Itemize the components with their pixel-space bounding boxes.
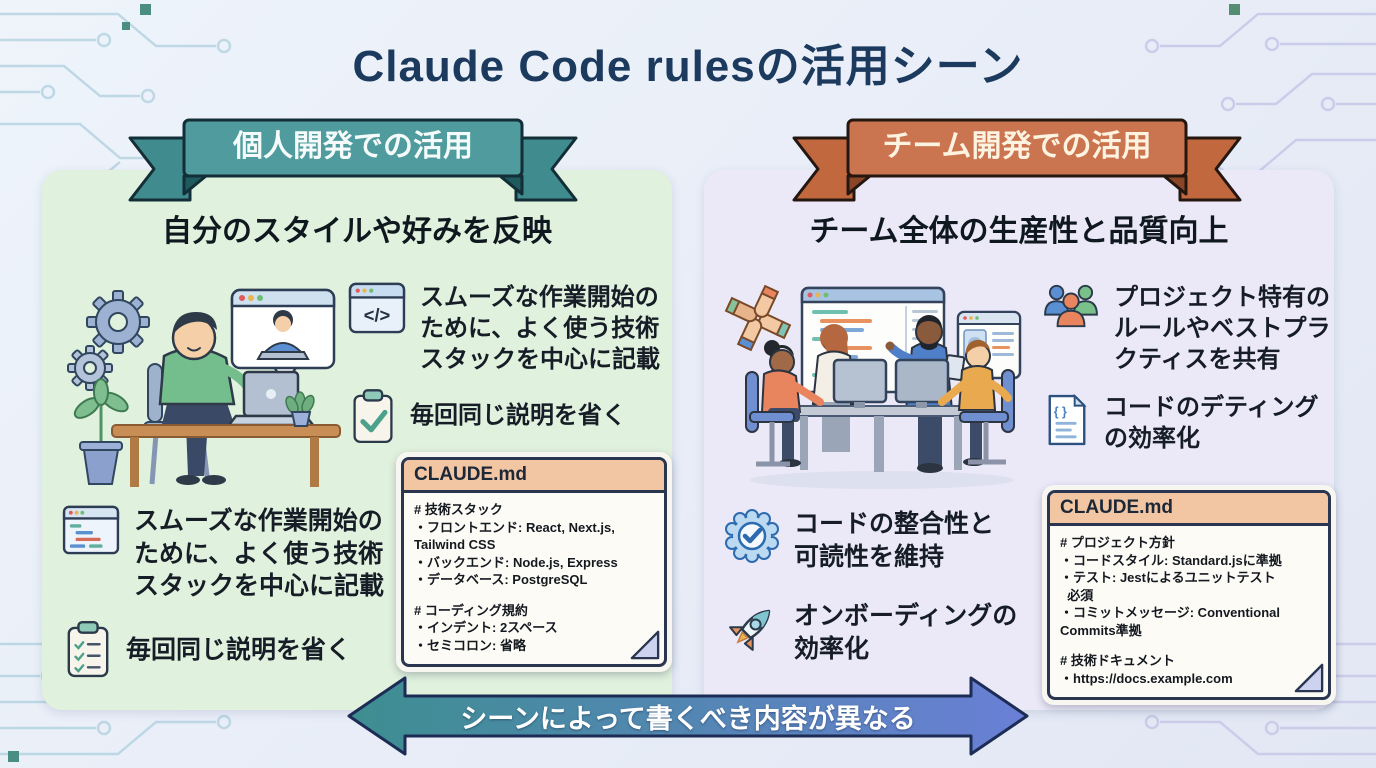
desk xyxy=(111,424,341,487)
team-desk xyxy=(785,405,975,472)
card-section-heading: # 技術ドキュメント xyxy=(1060,653,1175,669)
bullet-skip-explanation-bottom: 毎回同じ説明を省く xyxy=(64,620,351,680)
clipboard-check-icon xyxy=(353,389,393,443)
card-section-heading: # コーディング規約 xyxy=(414,602,528,618)
team-dev-ribbon xyxy=(792,118,1242,202)
card-section-heading: # 技術スタック xyxy=(414,502,503,517)
personal-dev-ribbon xyxy=(128,118,578,202)
code-window-icon: </> xyxy=(348,282,406,334)
card-line: ・https://docs.example.com xyxy=(1060,670,1233,686)
personal-dev-heading: 自分のスタイルや好みを反映 xyxy=(162,215,552,248)
badge-check-icon xyxy=(725,509,779,563)
card-line: ・コードスタイル: Standard.jsに準拠 xyxy=(1060,552,1282,568)
page-curl-icon xyxy=(630,631,660,660)
card-section: # プロジェクト方針 ・コードスタイル: Standard.jsに準拠 ・テスト… xyxy=(1060,534,1318,639)
gears-icon xyxy=(67,290,150,391)
card-section: # 技術スタック ・フロントエンド: React, Next.js, Tailw… xyxy=(414,501,654,589)
plant-small xyxy=(285,391,315,427)
card-body: # プロジェクト方針 ・コードスタイル: Standard.jsに準拠 ・テスト… xyxy=(1050,526,1328,697)
bullet-text: 毎回同じ説明を省く xyxy=(410,402,626,429)
bullet-onboarding: オンボーディングの 効率化 xyxy=(724,600,1017,665)
plant-large xyxy=(73,378,129,485)
team-dev-ribbon-label: チーム開発での活用 xyxy=(882,130,1152,163)
comparison-arrow xyxy=(343,672,1033,760)
code-glyph: </> xyxy=(364,304,390,325)
bullet-tech-stack-top: </> スムーズな作業開始の ために、よく使う技術 スタックを中心に記載 xyxy=(348,282,660,376)
bullet-code-consistency: コードの整合性と 可読性を維持 xyxy=(724,508,994,573)
bullet-tech-stack-bottom: スムーズな作業開始の ために、よく使う技術 スタックを中心に記載 xyxy=(62,505,384,603)
card-section: # コーディング規約 ・インデント: 2スペース ・セミコロン: 省略 xyxy=(414,602,654,655)
bullet-skip-explanation-top: 毎回同じ説明を省く xyxy=(350,388,626,446)
bullet-text: コードの整合性と 可読性を維持 xyxy=(794,510,995,571)
braces-glyph: { } xyxy=(1054,405,1067,419)
personal-dev-ribbon-label: 個人開発での活用 xyxy=(233,130,473,163)
card-line: ・テスト: Jestによるユニットテスト 必須 xyxy=(1060,570,1276,603)
page-curl-icon xyxy=(1294,664,1324,693)
code-editor-icon xyxy=(62,505,120,555)
comparison-arrow-label: シーンによって書くべき内容が異なる xyxy=(460,703,916,734)
sitting-man xyxy=(938,339,1015,466)
card-line: ・フロントエンド: React, Next.js, Tailwind CSS xyxy=(414,519,615,553)
team-dev-heading: チーム全体の生産性と品質向上 xyxy=(809,215,1229,248)
checklist-icon xyxy=(67,620,109,678)
claude-md-card-personal: CLAUDE.md # 技術スタック ・フロントエンド: React, Next… xyxy=(396,452,672,673)
bullet-text: 毎回同じ説明を省く xyxy=(126,636,352,664)
team-icon xyxy=(1044,284,1098,328)
card-line: ・インデント: 2スペース xyxy=(414,620,558,636)
page-title: Claude Code rulesの活用シーン xyxy=(352,42,1024,91)
teamwork-hands-icon xyxy=(724,284,792,352)
bullet-text: オンボーディングの 効率化 xyxy=(794,602,1018,663)
card-line: ・コミットメッセージ: Conventional Commits準拠 xyxy=(1060,605,1281,638)
bullet-text: スムーズな作業開始の ために、よく使う技術 スタックを中心に記載 xyxy=(134,507,385,600)
team-dev-illustration xyxy=(724,284,1022,489)
card-line: ・データベース: PostgreSQL xyxy=(414,572,588,588)
card-filename: CLAUDE.md xyxy=(1050,493,1328,526)
claude-md-card-team: CLAUDE.md # プロジェクト方針 ・コードスタイル: Standard.… xyxy=(1042,485,1336,706)
card-filename: CLAUDE.md xyxy=(404,460,664,493)
rocket-icon xyxy=(729,609,771,651)
bullet-share-rules: プロジェクト特有の ルールやベストプラ クティスを共有 xyxy=(1042,282,1330,376)
card-section-heading: # プロジェクト方針 xyxy=(1060,535,1175,550)
code-document-icon: { } xyxy=(1048,393,1087,446)
card-section: # 技術ドキュメント ・https://docs.example.com xyxy=(1060,652,1318,687)
monitors xyxy=(832,358,950,408)
bullet-code-efficiency: { } コードのデティング の効率化 xyxy=(1044,392,1319,454)
bullet-text: スムーズな作業開始の ために、よく使う技術 スタックを中心に記載 xyxy=(420,284,660,374)
sitting-woman xyxy=(745,340,824,467)
card-line: ・セミコロン: 省略 xyxy=(414,637,526,653)
card-body: # 技術スタック ・フロントエンド: React, Next.js, Tailw… xyxy=(404,493,664,664)
card-line: ・バックエンド: Node.js, Express xyxy=(414,554,618,570)
bullet-text: コードのデティング の効率化 xyxy=(1104,394,1319,453)
personal-dev-illustration xyxy=(67,288,341,487)
bullet-text: プロジェクト特有の ルールやベストプラ クティスを共有 xyxy=(1114,284,1331,374)
